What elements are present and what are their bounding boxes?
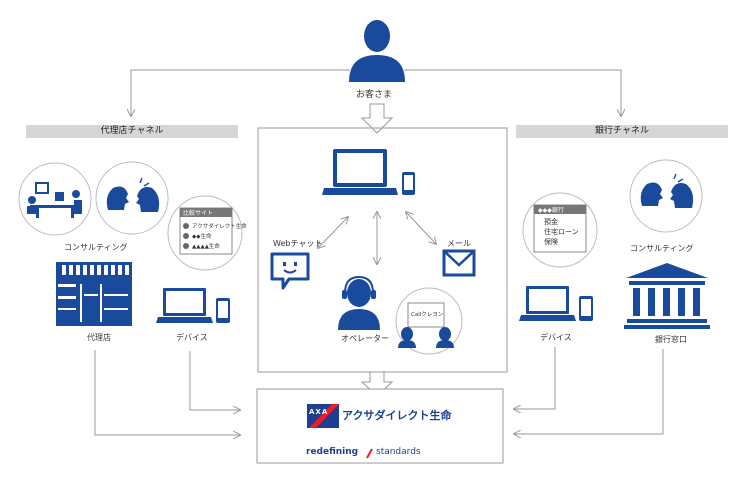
brand-box — [256, 388, 504, 464]
axa-logo — [307, 404, 339, 428]
comparison-site-row: ▲▲▲▲生命 — [192, 244, 220, 250]
agency-building-icon — [56, 262, 132, 326]
direct-channel-box — [257, 127, 508, 373]
comparison-site-row: ◆◆生命 — [192, 234, 212, 240]
brand-name: アクサダイレクト生命 — [342, 409, 452, 422]
bank-consulting-icon — [640, 173, 694, 208]
operator-icon — [338, 275, 380, 330]
operator-label: オペレーター — [341, 334, 389, 343]
agency-consulting-bubble — [95, 161, 169, 235]
customer-connectors — [131, 69, 621, 116]
mail-label: メール — [447, 239, 471, 248]
bank-site-bubble — [522, 192, 598, 268]
bank-consulting-bubble — [629, 159, 703, 233]
comparison-site-bubble — [167, 195, 243, 271]
central-device-icon — [322, 149, 415, 195]
agency-device-icon — [156, 288, 230, 323]
bank-connectors — [514, 347, 664, 434]
meeting-icon — [27, 182, 82, 218]
comparison-site-row: アクサダイレクト生命 — [192, 224, 247, 230]
agency-consulting-label: コンサルティング — [64, 243, 128, 252]
bank-channel-header: 銀行チャネル — [516, 125, 728, 138]
central-connectors — [318, 212, 436, 264]
bank-site-item: 保険 — [544, 238, 558, 246]
comparison-site-title: 比較サイト — [183, 210, 214, 217]
mail-icon — [442, 249, 476, 277]
agency-connectors — [94, 350, 240, 435]
bank-counter-icon — [624, 263, 710, 329]
bank-consulting-label: コンサルティング — [630, 244, 694, 253]
agency-meeting-bubble — [18, 162, 92, 236]
customer-icon — [349, 20, 405, 82]
tagline-right: standards — [376, 447, 421, 457]
bank-counter-label: 銀行窓口 — [655, 335, 687, 344]
bank-site-item: 預金 — [544, 218, 558, 226]
bank-device-label: デバイス — [540, 333, 572, 342]
agency-office-label: 代理店 — [87, 333, 111, 342]
webchat-label: Webチャット — [273, 239, 323, 248]
tagline-slash — [366, 448, 373, 459]
call-bubble — [395, 287, 463, 355]
customer-label: お客さま — [356, 90, 393, 100]
agency-device-label: デバイス — [176, 333, 208, 342]
axa-logo-text: AXA — [309, 408, 329, 416]
bank-site-title: ◆◆◆銀行 — [538, 207, 564, 214]
down-arrow-top — [360, 103, 394, 134]
bank-site-item: 住宅ローン — [544, 228, 579, 236]
consulting-icon — [106, 177, 160, 212]
call-label: Callクレヨン — [411, 312, 444, 318]
agency-channel-header: 代理店チャネル — [26, 125, 238, 138]
bank-device-icon — [519, 286, 593, 321]
tagline-left: redefining — [306, 447, 359, 457]
webchat-icon — [270, 252, 310, 290]
